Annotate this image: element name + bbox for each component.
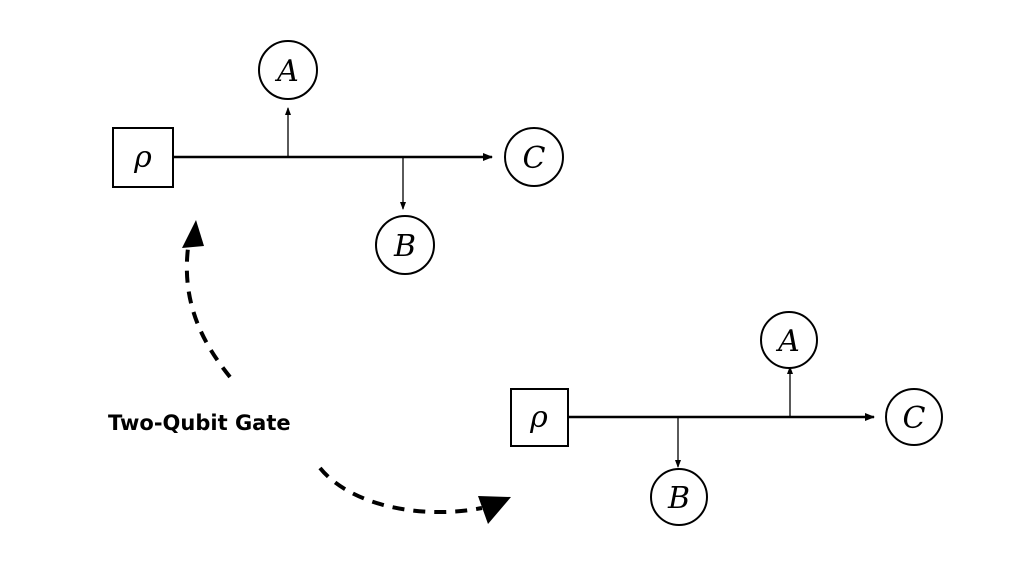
bottom-circuit: ρ A B C: [510, 311, 943, 526]
top-circuit: ρ A B C: [112, 40, 564, 275]
top-rho-box: [112, 127, 174, 188]
bottom-rho-label: ρ: [529, 400, 548, 435]
top-a-label: A: [274, 54, 299, 89]
bottom-rho-box: [510, 388, 569, 447]
top-c-label: C: [523, 141, 546, 176]
top-c-node: [504, 127, 564, 187]
bottom-b-label: B: [667, 481, 690, 516]
top-b-label: B: [393, 229, 416, 264]
dashed-arrow-up: [184, 247, 232, 379]
bottom-c-label: C: [903, 401, 926, 436]
top-rho-label: ρ: [133, 140, 152, 175]
top-a-node: [258, 40, 318, 100]
bottom-a-label: A: [775, 324, 800, 359]
dashed-arrow-right-head: [478, 496, 511, 524]
dashed-arrow-right: [318, 466, 483, 515]
bottom-a-node: [760, 311, 818, 369]
bottom-c-node: [885, 388, 943, 446]
bottom-b-node: [650, 468, 708, 526]
transition-label: Two-Qubit Gate: [108, 411, 291, 435]
dashed-arrow-up-head: [182, 220, 204, 248]
top-b-node: [375, 215, 435, 275]
